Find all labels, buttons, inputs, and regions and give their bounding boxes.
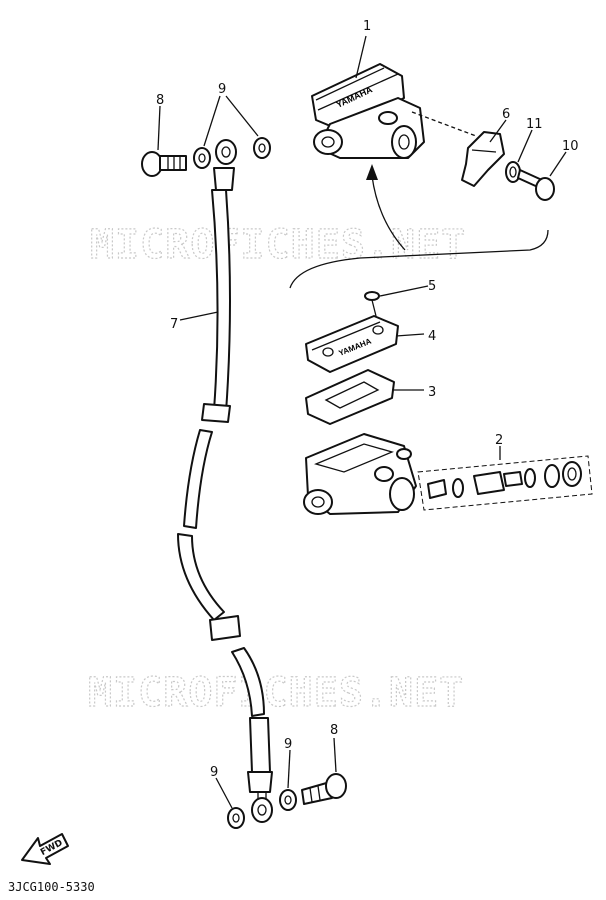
callout-9-bottom-right: 9 [284,737,292,752]
callout-7: 7 [170,317,178,332]
bolt-part-10[interactable] [517,169,555,201]
callout-8-bottom: 8 [330,723,338,738]
callout-3: 3 [428,385,436,400]
callout-10: 10 [562,139,579,154]
watermark-bottom: MICROFICHES.NET [88,670,464,716]
union-bolt-bottom-part-8[interactable] [301,773,347,805]
callout-9-bottom-left: 9 [210,765,218,780]
fwd-arrow-icon: FWD [21,833,69,865]
cylinder-body[interactable] [303,433,417,515]
washer-bottom-left-part-9[interactable] [227,807,245,829]
callout-6: 6 [502,107,510,122]
washer-bottom-right-part-9[interactable] [279,789,297,811]
callout-5: 5 [428,279,436,294]
callout-9-top: 9 [218,82,226,97]
callout-1: 1 [363,19,371,34]
detail-arrow-line [371,175,406,251]
drawing-code: 3JCG100-5330 [8,880,95,894]
banjo-fitting-top[interactable] [215,139,237,165]
detail-group-bracket [289,229,549,289]
washer-top-left-part-9[interactable] [193,147,211,169]
detail-arrowhead [366,164,378,180]
watermark-top: MICROFICHES.NET [90,222,466,268]
diaphragm-part-3[interactable] [305,369,395,425]
brake-hose-part-7[interactable] [177,167,273,793]
callout-8-top: 8 [156,93,164,108]
union-bolt-top-part-8[interactable] [141,151,187,177]
washer-top-right-part-9[interactable] [253,137,271,159]
callout-2: 2 [495,433,503,448]
callout-4: 4 [428,329,436,344]
piston-kit-part-2[interactable] [417,455,593,511]
screw-part-5[interactable] [364,291,380,317]
master-cylinder-assembly[interactable]: YAMAHA [311,63,477,159]
bracket-part-6[interactable] [461,131,505,187]
cover-part-4[interactable]: YAMAHA [305,315,399,373]
callout-11: 11 [526,117,543,132]
leader-lines [157,35,567,809]
banjo-fitting-bottom[interactable] [251,792,273,823]
